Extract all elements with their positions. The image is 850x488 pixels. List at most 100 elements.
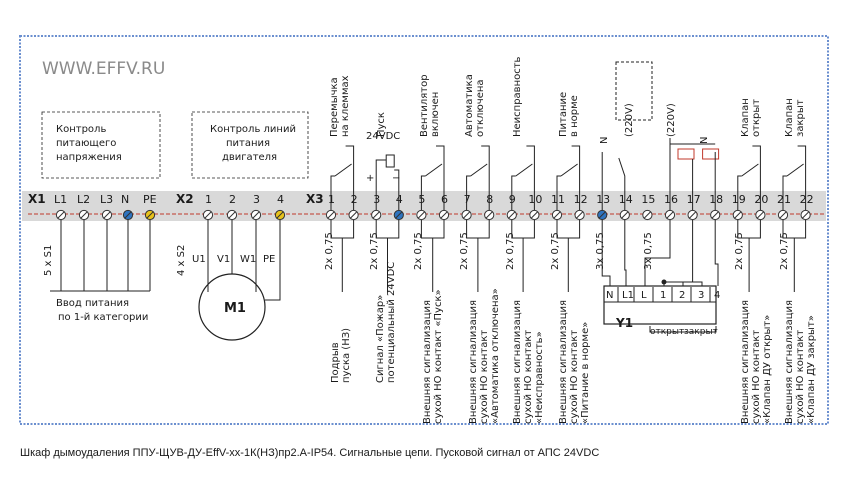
x1-terminal-label: L1 xyxy=(54,193,67,206)
contact-left-5 xyxy=(737,175,742,210)
description-1: пуска (НЗ) xyxy=(341,328,352,383)
x2-terminal-2-slash xyxy=(228,211,236,219)
bottom-loop-1 xyxy=(420,220,445,239)
x1-terminal-l1-slash xyxy=(57,211,65,219)
contact-right-6 xyxy=(797,145,807,210)
top-label-6: в норме xyxy=(569,95,580,137)
top-label-12: закрыт xyxy=(795,99,806,137)
cable-label-4: 2x 0,75 xyxy=(459,232,470,270)
x3-terminal-label: 14 xyxy=(619,193,633,206)
valve-wire-n xyxy=(601,220,611,286)
x3-terminal-label: 20 xyxy=(754,193,768,206)
valve-terminal-5: 2 xyxy=(679,290,685,301)
x3-terminal-16-slash xyxy=(666,211,674,219)
cable-label-9: 2x 0,75 xyxy=(734,232,745,270)
top-label-11: Клапан xyxy=(740,98,751,137)
cable-label-3: 2x 0,75 xyxy=(413,232,424,270)
contact-left-0 xyxy=(330,175,335,210)
relay-coil-close xyxy=(702,148,720,160)
cable-label-10: 2x 0,75 xyxy=(779,232,790,270)
motor-wire-pe xyxy=(265,220,281,301)
cable-label-8: 3x 0,75 xyxy=(643,232,654,270)
top-label-9: (220V) xyxy=(666,103,677,137)
top-label-1: Перемычка xyxy=(329,77,340,137)
x2-terminal-label: 4 xyxy=(277,193,284,206)
valve-limit-bracket xyxy=(649,326,717,333)
top-label-2: Пуск xyxy=(376,112,387,137)
x2-terminal-label: 3 xyxy=(253,193,260,206)
contact-blade-5 xyxy=(741,163,759,177)
group-x1-label: X1 xyxy=(28,192,46,206)
x3-terminal-10-slash xyxy=(531,211,538,219)
motor-box-line-2: питания xyxy=(226,138,270,149)
valve-wire-common xyxy=(663,281,703,286)
valve-terminal-7: 4 xyxy=(714,290,720,301)
description-8: «Клапан ДУ закрыт» xyxy=(806,315,817,424)
x1-terminal-n-slash xyxy=(124,211,132,219)
x3-terminal-8-slash xyxy=(485,211,493,219)
x3-terminal-5-slash xyxy=(418,211,425,219)
cable-label-2: 2x 0,75 xyxy=(369,232,380,270)
x3-terminal-label: 12 xyxy=(574,193,588,206)
cable-label-5: 2x 0,75 xyxy=(505,232,516,270)
contact-right-2 xyxy=(481,145,490,210)
motor-box-line-1: Контроль линий xyxy=(210,124,296,135)
x3-terminal-22-slash xyxy=(802,211,809,219)
contact-blade-6 xyxy=(786,163,804,177)
motor-phase-w1: W1 xyxy=(240,254,256,265)
description-4: сухой НО контакт xyxy=(479,330,490,424)
x3-terminal-label: 16 xyxy=(664,193,678,206)
description-3: Внешняя сигнализация xyxy=(422,300,433,424)
top-label-4: Автоматика xyxy=(464,74,475,137)
x3-terminal-12-slash xyxy=(576,211,583,219)
x3-terminal-label: 18 xyxy=(709,193,723,206)
cable-label-6: 2x 0,75 xyxy=(550,232,561,270)
top-label-5: Неисправность xyxy=(512,56,523,137)
contact-right-1 xyxy=(436,145,445,210)
description-8: Внешняя сигнализация xyxy=(784,300,795,424)
motor-phase-pe: PE xyxy=(263,254,275,265)
top-label-7: N xyxy=(599,137,610,144)
top-label-3: включен xyxy=(430,92,441,137)
top-label-1: на клеммах xyxy=(340,75,351,137)
top-label-6: Питание xyxy=(558,92,569,137)
top-label-3: Вентилятор xyxy=(419,74,430,137)
pusk-source xyxy=(385,154,395,168)
cable-label-7: 3x 0,75 xyxy=(595,232,606,270)
description-2: потенциальный 24VDC xyxy=(386,262,397,383)
x3-terminal-17-slash xyxy=(689,211,696,219)
description-3: сухой НО контакт «Пуск» xyxy=(433,289,444,424)
description-7: сухой НО контакт xyxy=(751,330,762,424)
lines-control-contact xyxy=(618,157,626,210)
x1-terminal-label: L2 xyxy=(77,193,90,206)
valve-terminal-6: 3 xyxy=(698,290,704,301)
contact-left-4 xyxy=(556,175,561,210)
top-label-12: Клапан xyxy=(784,98,795,137)
valve-terminal-4: 1 xyxy=(660,290,666,301)
x1-terminal-pe-slash xyxy=(146,211,154,219)
description-7: Внешняя сигнализация xyxy=(740,300,751,424)
pusk-wire-plus xyxy=(375,159,387,210)
supply-box-line-1: Контроль xyxy=(56,124,106,135)
x3-terminal-9-slash xyxy=(508,211,516,219)
x3-terminal-label: 11 xyxy=(551,193,565,206)
x3-terminal-13-slash xyxy=(598,211,606,219)
contact-right-3 xyxy=(526,145,535,210)
x3-terminal-label: 15 xyxy=(641,193,655,206)
contact-right-0 xyxy=(345,145,355,210)
contact-left-1 xyxy=(420,175,426,210)
supply-control-box xyxy=(41,111,161,179)
x1-terminal-l2-slash xyxy=(80,211,88,219)
x3-terminal-2-slash xyxy=(350,211,357,219)
x3-terminal-6-slash xyxy=(440,211,448,219)
contact-right-5 xyxy=(752,145,761,210)
contact-left-2 xyxy=(466,175,471,210)
description-8: сухой НО контакт xyxy=(795,330,806,424)
cable-label-1: 2x 0,75 xyxy=(324,232,335,270)
x1-terminal-label: N xyxy=(121,193,129,206)
supply-note-line-1: Ввод питания xyxy=(56,298,129,309)
x3-terminal-label: 10 xyxy=(528,193,542,206)
description-4: Внешняя сигнализация xyxy=(468,300,479,424)
